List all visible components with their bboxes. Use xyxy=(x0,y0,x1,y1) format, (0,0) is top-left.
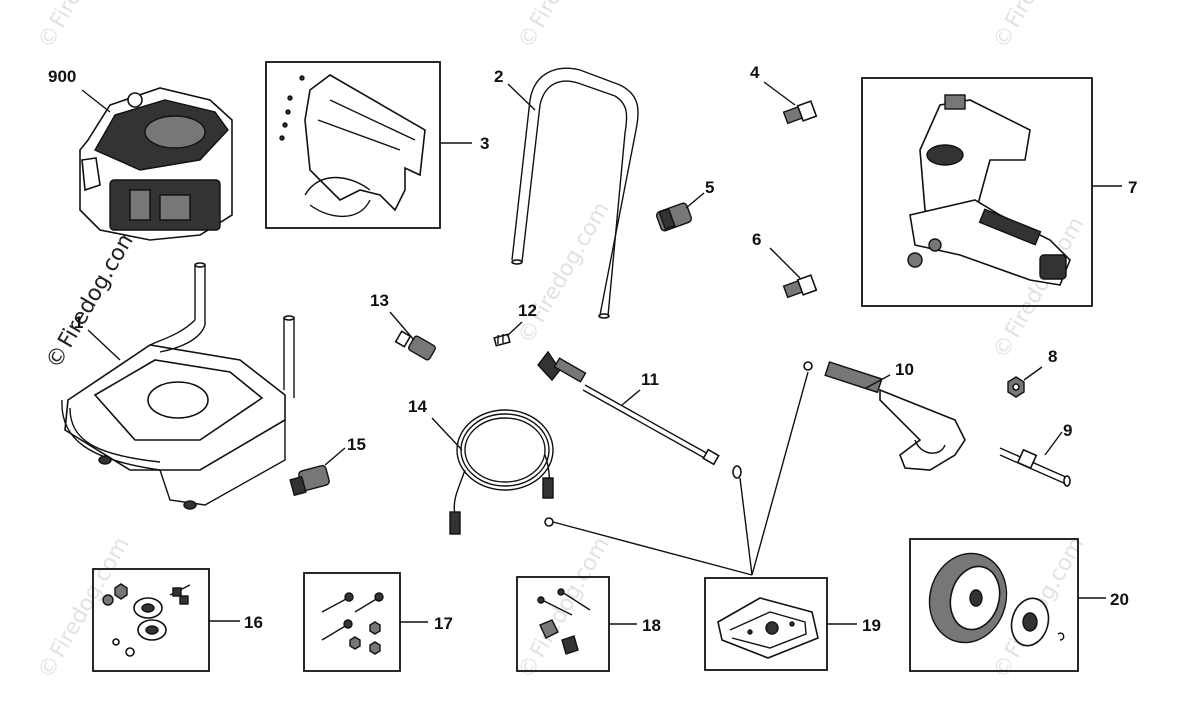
watermark-text: Firedog.com xyxy=(54,223,143,352)
callout-13: 13 xyxy=(370,291,389,310)
callout-5: 5 xyxy=(705,178,714,197)
part-19-leaders xyxy=(544,371,809,576)
watermark-text: Firedog.com xyxy=(46,0,135,32)
part-16-box xyxy=(92,568,210,672)
part-7-pump xyxy=(907,94,1071,286)
part-15-adapter xyxy=(289,464,330,497)
part-7-box xyxy=(861,77,1093,307)
part-14-hose xyxy=(449,409,554,535)
part-10-gun xyxy=(803,361,966,471)
part-6-fitting xyxy=(782,274,818,299)
dark-watermark: © Firedog.com xyxy=(42,223,143,373)
callout-14: 14 xyxy=(408,397,427,416)
part-3-box xyxy=(265,61,441,229)
part-20-wheel xyxy=(928,552,1065,647)
part-9-axle xyxy=(999,447,1071,487)
callout-15: 15 xyxy=(347,435,366,454)
callout-20: 20 xyxy=(1110,590,1129,609)
part-16-hardware xyxy=(102,583,191,657)
part-20-box xyxy=(909,538,1079,672)
part-12-filter xyxy=(493,333,511,347)
part-3-bracket xyxy=(279,74,426,218)
part-11-wand xyxy=(537,350,742,479)
callout-4: 4 xyxy=(750,63,760,82)
callout-18: 18 xyxy=(642,616,661,635)
part-900-engine xyxy=(79,87,233,241)
callout-12: 12 xyxy=(518,301,537,320)
watermark-text: Firedog.com xyxy=(1001,0,1090,32)
callout-2: 2 xyxy=(494,67,503,86)
part-4-fitting xyxy=(782,100,818,125)
callout-16: 16 xyxy=(244,613,263,632)
callout-900: 900 xyxy=(48,67,76,86)
part-18-hardware xyxy=(537,588,591,655)
callout-19: 19 xyxy=(862,616,881,635)
callout-11: 11 xyxy=(641,370,659,389)
callout-10: 10 xyxy=(895,360,914,379)
part-2-handle xyxy=(511,67,639,319)
part-8-nut xyxy=(1007,376,1025,398)
part-17-bolts xyxy=(321,592,384,655)
callout-8: 8 xyxy=(1048,347,1057,366)
callout-7: 7 xyxy=(1128,178,1137,197)
callout-3: 3 xyxy=(480,134,489,153)
callout-1: 1 xyxy=(74,313,83,332)
part-5-coupler xyxy=(655,202,693,232)
watermark-text: Firedog.com xyxy=(1001,533,1090,662)
callout-6: 6 xyxy=(752,230,761,249)
callout-17: 17 xyxy=(434,614,453,633)
watermark-text: Firedog.com xyxy=(526,0,615,32)
callout-9: 9 xyxy=(1063,421,1072,440)
part-13-connector xyxy=(394,330,436,361)
part-19-plate xyxy=(717,597,819,659)
part-1-frame xyxy=(61,262,295,510)
